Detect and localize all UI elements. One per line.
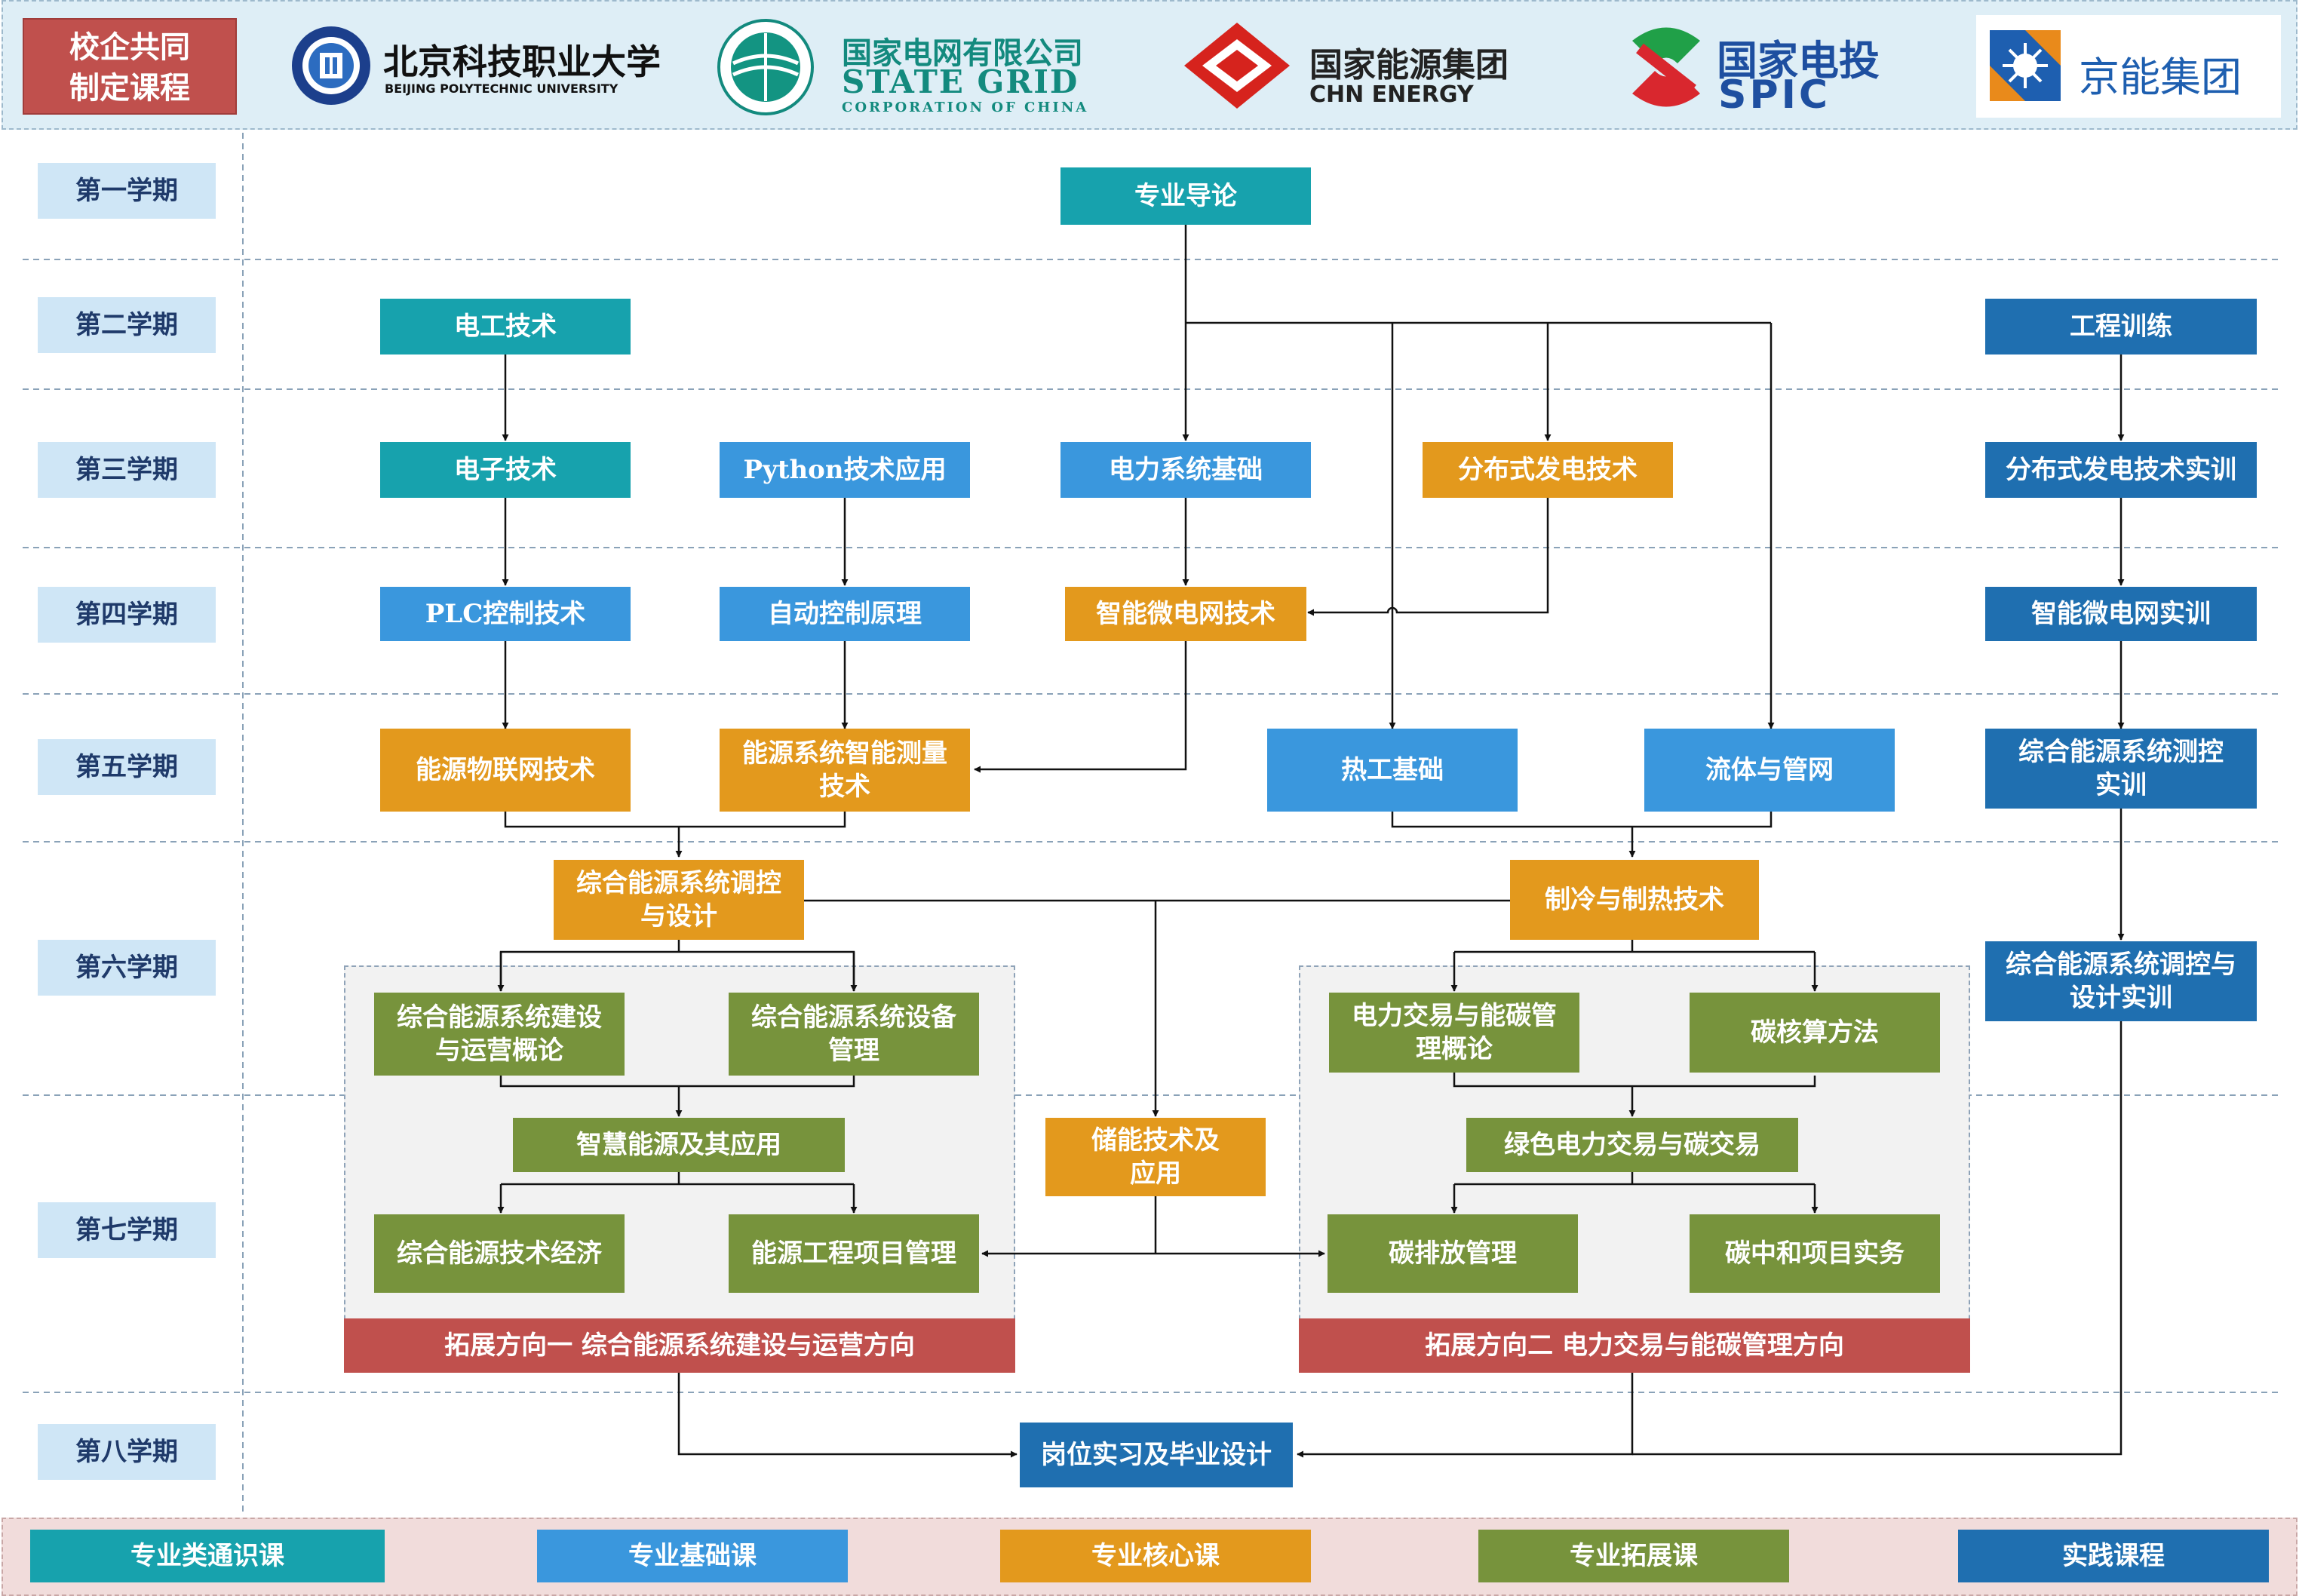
course-carbon-accounting: 碳核算方法 — [1690, 993, 1940, 1073]
course-neutral: 碳中和项目实务 — [1690, 1214, 1940, 1293]
spic-logo: 国家电投 SPIC — [1617, 15, 1904, 118]
legend-core: 专业核心课 — [1000, 1530, 1311, 1582]
course-green-trade: 绿色电力交易与碳交易 — [1466, 1118, 1798, 1172]
semester-label-8: 第八学期 — [38, 1424, 216, 1480]
spic-emblem-icon — [1632, 27, 1700, 107]
course-project-mgmt: 能源工程项目管理 — [729, 1214, 979, 1293]
chn-energy-name-en: CHN ENERGY — [1309, 81, 1474, 108]
bpu-name-cn: 北京科技职业大学 — [383, 41, 661, 82]
semester-label-6: 第六学期 — [38, 940, 216, 996]
state-grid-emblem-icon — [717, 19, 814, 115]
course-internship: 岗位实习及毕业设计 — [1020, 1423, 1293, 1487]
course-ies-design: 综合能源系统调控 与设计 — [554, 860, 804, 940]
course-smart-energy: 智慧能源及其应用 — [513, 1118, 845, 1172]
course-plc: PLC控制技术 — [380, 587, 631, 641]
course-measure: 能源系统智能测量 技术 — [720, 729, 970, 812]
chn-energy-emblem-icon — [1184, 23, 1290, 109]
course-thermal: 热工基础 — [1267, 729, 1518, 812]
course-microgrid: 智能微电网技术 — [1065, 587, 1306, 641]
legend-extension: 专业拓展课 — [1478, 1530, 1789, 1582]
semester-label-4: 第四学期 — [38, 587, 216, 643]
semester-label-3: 第三学期 — [38, 442, 216, 498]
legend-foundation: 专业基础课 — [537, 1530, 848, 1582]
legend-practice: 实践课程 — [1958, 1530, 2269, 1582]
chn-energy-logo: 国家能源集团 CHN ENERGY — [1177, 15, 1569, 118]
state-grid-logo: 国家电网有限公司 STATE GRID CORPORATION OF CHINA — [717, 15, 1109, 118]
course-emission: 碳排放管理 — [1328, 1214, 1578, 1293]
bpu-emblem-icon — [292, 26, 370, 105]
semester-label-1: 第一学期 — [38, 163, 216, 219]
course-refrig: 制冷与制热技术 — [1510, 860, 1759, 940]
course-engineering-training: 工程训练 — [1985, 299, 2257, 354]
semester-label-7: 第七学期 — [38, 1202, 216, 1258]
course-electrician: 电工技术 — [380, 299, 631, 354]
semester-label-2: 第二学期 — [38, 297, 216, 353]
direction-two-banner: 拓展方向二 电力交易与能碳管理方向 — [1299, 1318, 1970, 1373]
course-iot: 能源物联网技术 — [380, 729, 631, 812]
course-storage: 储能技术及 应用 — [1045, 1118, 1266, 1196]
spic-name-cn: 国家电投 — [1717, 37, 1880, 84]
course-electronics: 电子技术 — [380, 442, 631, 498]
bpu-logo: 北京科技职业大学 BEIJING POLYTECHNIC UNIVERSITY — [290, 15, 661, 118]
jingneng-emblem-icon — [1990, 30, 2061, 101]
chn-energy-name-cn: 国家能源集团 — [1309, 46, 1509, 84]
course-ies-monitor-training: 综合能源系统测控 实训 — [1985, 729, 2257, 809]
course-ies-econ: 综合能源技术经济 — [374, 1214, 625, 1293]
course-intro: 专业导论 — [1060, 167, 1311, 225]
coop-label: 校企共同 制定课程 — [23, 18, 237, 115]
bpu-name-en: BEIJING POLYTECHNIC UNIVERSITY — [385, 81, 618, 96]
jingneng-name-cn: 京能集团 — [2079, 54, 2242, 101]
legend-general: 专业类通识课 — [30, 1530, 385, 1582]
jingneng-logo: 京能集团 — [1976, 15, 2281, 118]
direction-one-banner: 拓展方向一 综合能源系统建设与运营方向 — [344, 1318, 1015, 1373]
state-grid-sub-en: CORPORATION OF CHINA — [842, 100, 1089, 115]
course-auto-control: 自动控制原理 — [720, 587, 970, 641]
course-power-basics: 电力系统基础 — [1060, 442, 1311, 498]
course-distributed-training: 分布式发电技术实训 — [1985, 442, 2257, 498]
spic-name-en: SPIC — [1718, 72, 1831, 118]
course-ies-design-training: 综合能源系统调控与 设计实训 — [1985, 941, 2257, 1021]
state-grid-name-cn: 国家电网有限公司 — [842, 36, 1083, 71]
state-grid-name-en: STATE GRID — [842, 63, 1079, 100]
course-microgrid-training: 智能微电网实训 — [1985, 587, 2257, 641]
course-distributed: 分布式发电技术 — [1423, 442, 1673, 498]
semester-grid — [23, 133, 2278, 1516]
course-python: Python技术应用 — [720, 442, 970, 498]
course-ies-equip: 综合能源系统设备 管理 — [729, 993, 979, 1076]
partner-header: 校企共同 制定课程 北京科技职业大学 BEIJING POLYTECHNIC U… — [2, 0, 2297, 130]
course-trading-carbon: 电力交易与能碳管 理概论 — [1329, 993, 1579, 1073]
semester-label-5: 第五学期 — [38, 739, 216, 795]
course-ies-build: 综合能源系统建设 与运营概论 — [374, 993, 625, 1076]
course-fluid: 流体与管网 — [1644, 729, 1895, 812]
